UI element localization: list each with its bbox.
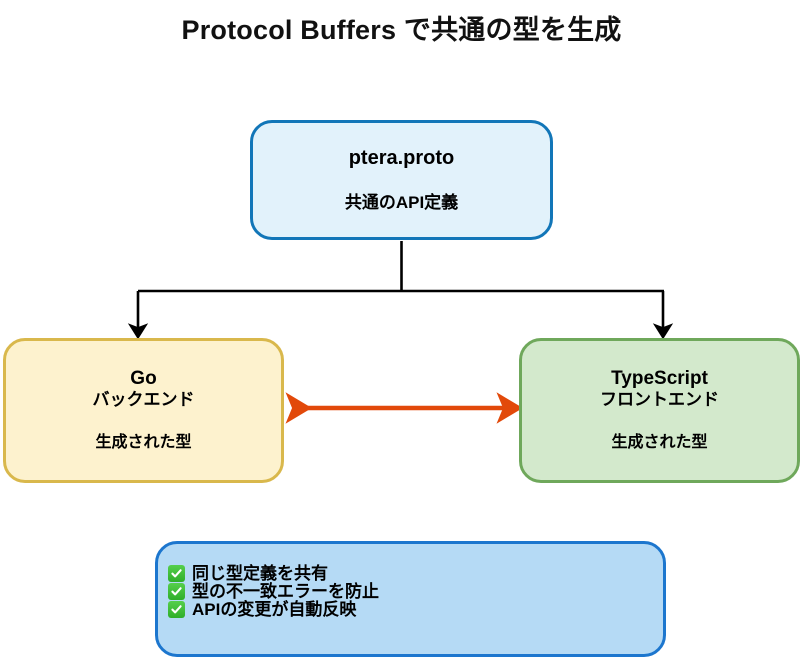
benefits-panel[interactable]: 同じ型定義を共有 型の不一致エラーを防止 APIの変更が自動反映 xyxy=(155,541,666,657)
check-mark-icon xyxy=(168,583,185,600)
page-title: Protocol Buffers で共通の型を生成 xyxy=(181,15,622,45)
list-item: 同じ型定義を共有 xyxy=(168,565,379,582)
list-item: APIの変更が自動反映 xyxy=(168,601,379,618)
node-proto-title: ptera.proto xyxy=(348,147,455,170)
list-item: 型の不一致エラーを防止 xyxy=(168,583,379,600)
check-mark-icon xyxy=(168,565,185,582)
node-go-backend[interactable]: Go バックエンド 生成された型 xyxy=(3,338,284,483)
node-go-role: バックエンド xyxy=(92,390,195,410)
node-typescript-title: TypeScript xyxy=(611,367,708,389)
benefit-label: 型の不一致エラーを防止 xyxy=(192,582,379,601)
benefit-label: 同じ型定義を共有 xyxy=(192,564,328,583)
node-go-title: Go xyxy=(130,367,157,389)
node-typescript-role: フロントエンド xyxy=(600,390,719,410)
benefits-list: 同じ型定義を共有 型の不一致エラーを防止 APIの変更が自動反映 xyxy=(168,565,379,618)
node-proto-description: 共通のAPI定義 xyxy=(344,192,459,212)
check-mark-icon xyxy=(168,601,185,618)
generation-connector xyxy=(127,241,674,340)
node-go-description: 生成された型 xyxy=(95,434,192,452)
benefit-label: APIの変更が自動反映 xyxy=(192,600,357,619)
node-typescript-description: 生成された型 xyxy=(611,434,708,452)
node-proto-definition[interactable]: ptera.proto 共通のAPI定義 xyxy=(250,120,553,240)
node-typescript-frontend[interactable]: TypeScript フロントエンド 生成された型 xyxy=(519,338,800,483)
